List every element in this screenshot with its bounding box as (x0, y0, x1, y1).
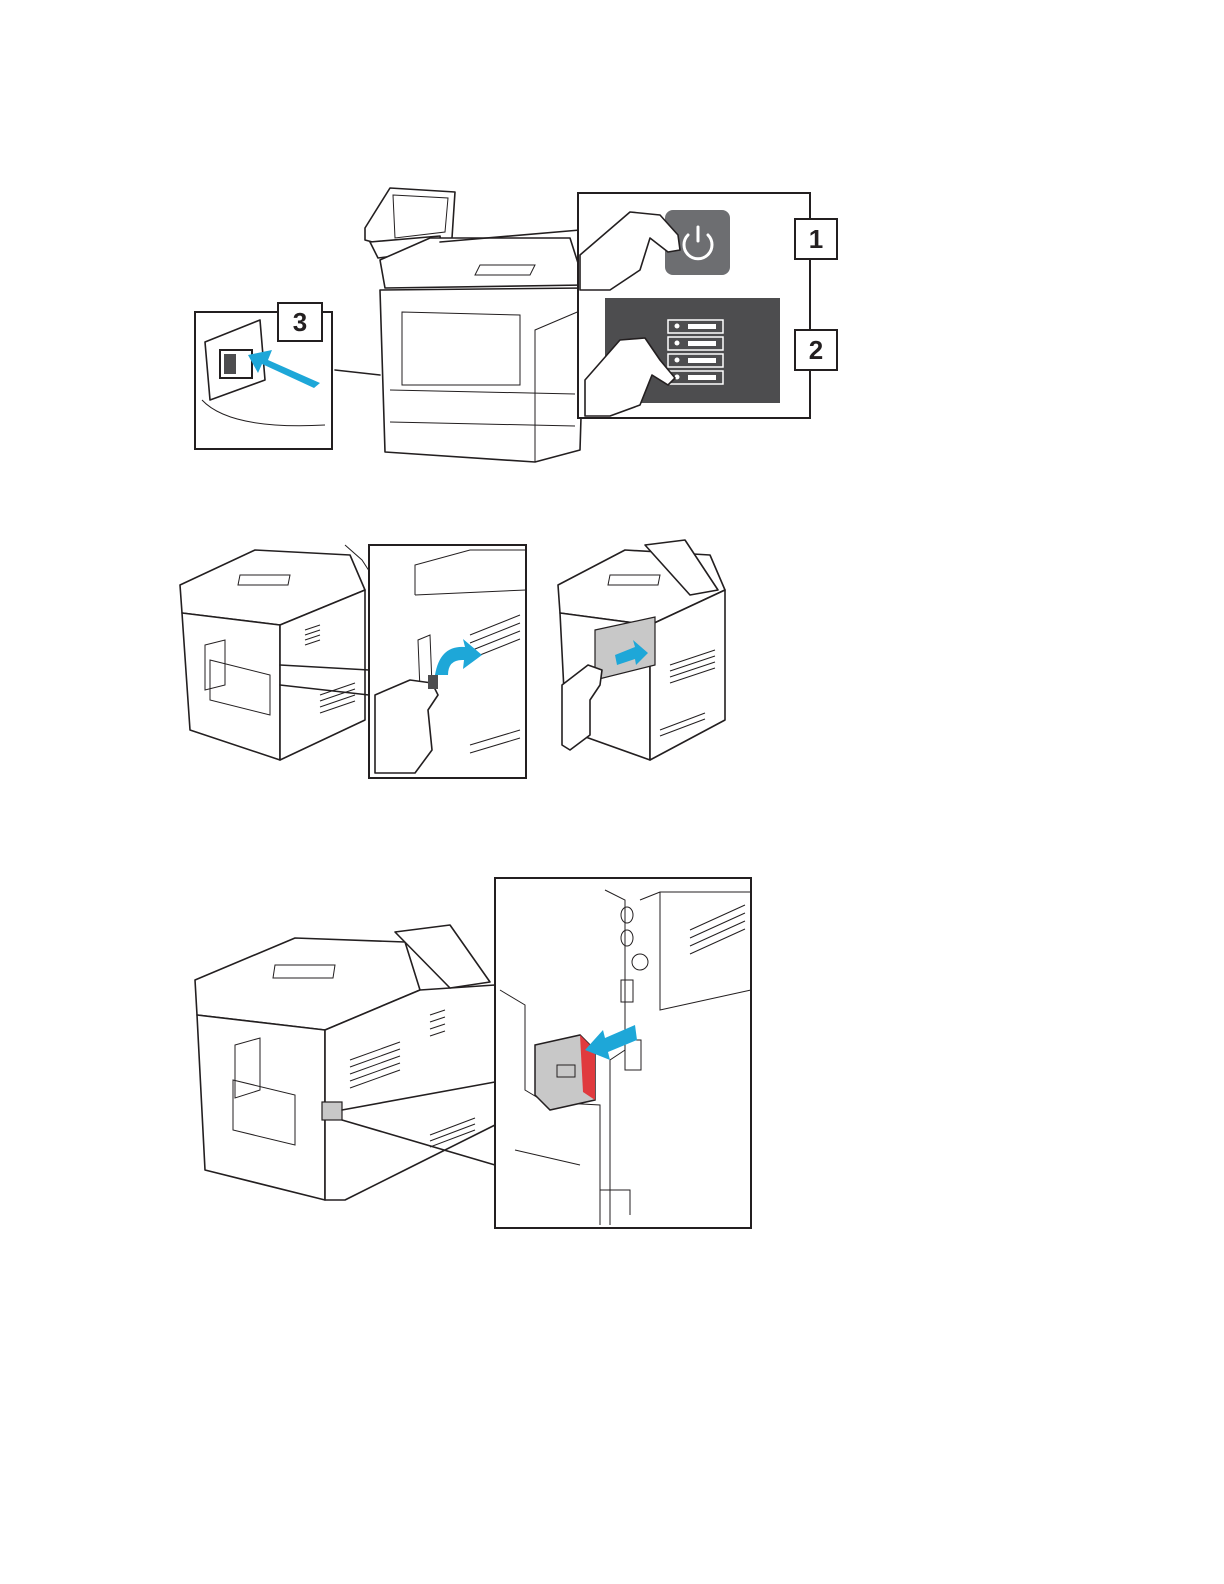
printer-rear-view-left (180, 545, 375, 760)
printer-front-view (365, 188, 585, 462)
callout-2: 2 (809, 335, 823, 365)
callout-3: 3 (293, 307, 307, 337)
callout-1: 1 (809, 224, 823, 254)
zoom-frame (495, 878, 751, 1228)
power-off-illustration: 1 2 3 (190, 180, 860, 470)
callout-frame-left: 3 (195, 303, 332, 449)
module-removal-illustration (185, 870, 755, 1235)
printer-rear-view-right (558, 540, 725, 760)
callout-frame-right: 1 2 (578, 193, 837, 418)
power-switch-icon (220, 350, 252, 378)
printer-rear-view (195, 925, 495, 1200)
module-icon (535, 1035, 595, 1110)
module-location (322, 1102, 342, 1120)
rear-panel-illustration (170, 535, 730, 785)
